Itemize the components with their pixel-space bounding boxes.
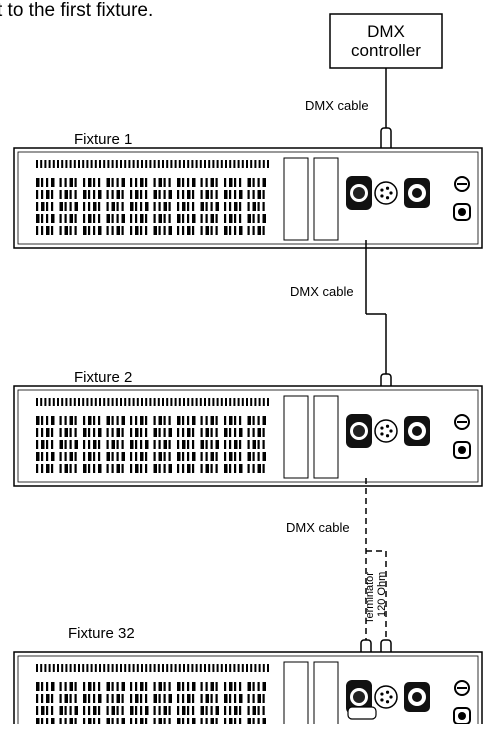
fixture-1-connector-panel	[346, 176, 471, 221]
fixture-32-label: Fixture 32	[68, 625, 135, 642]
terminator-label-line2: 120 Ohm	[376, 572, 388, 617]
fixture-32-vent-grille	[36, 664, 269, 727]
fixture-2-vent-grille	[36, 398, 269, 473]
fixture-2-connector-panel	[346, 414, 471, 459]
header-text: t to the first fixture.	[0, 0, 153, 21]
cable-label-middle: DMX cable	[290, 284, 354, 299]
fixture-1-label: Fixture 1	[74, 131, 132, 148]
fixture-32: Fixture 32	[13, 625, 483, 729]
terminator-label-line1: Terminator	[364, 572, 376, 624]
cable-label-top: DMX cable	[305, 98, 369, 113]
cable-fixture1-to-fixture2	[365, 240, 392, 405]
fixture-1: Fixture 1	[13, 131, 483, 249]
controller-label-line1: DMX	[367, 22, 405, 41]
controller-label-line2: controller	[351, 41, 421, 60]
fixture-2: Fixture 2	[13, 369, 483, 487]
dmx-controller: DMX controller	[329, 13, 443, 69]
fixture-1-vent-grille	[36, 160, 269, 235]
fixture-32-connector-panel	[346, 680, 471, 725]
cable-label-bottom: DMX cable	[286, 520, 350, 535]
fixture-2-label: Fixture 2	[74, 369, 132, 386]
